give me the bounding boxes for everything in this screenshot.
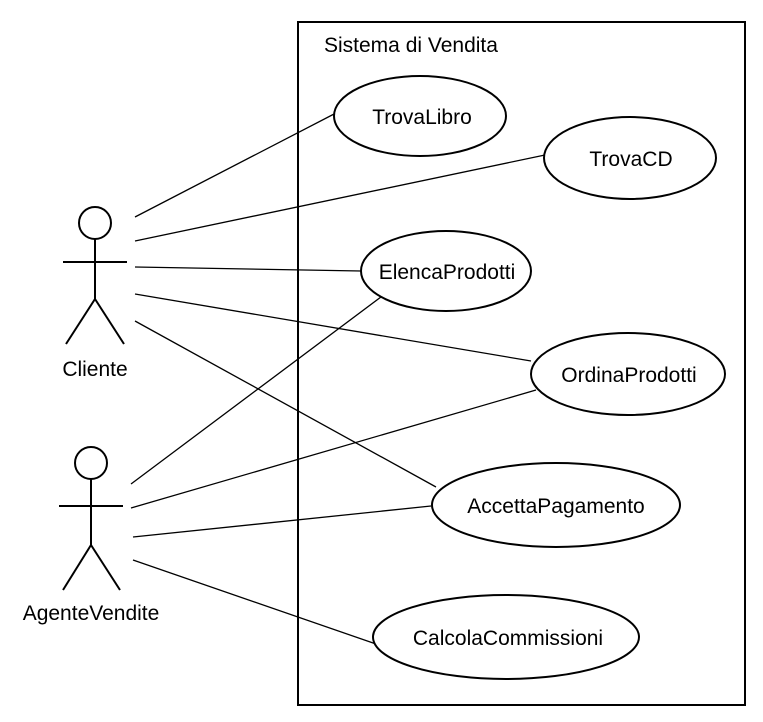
use-case-trovalibro[interactable]: TrovaLibro (333, 75, 507, 157)
use-case-elencaprodotti-label: ElencaProdotti (379, 261, 516, 284)
actor-agente-vendite[interactable]: AgenteVendite (23, 446, 160, 625)
use-case-calcolacommissioni[interactable]: CalcolaCommissioni (372, 594, 640, 680)
use-case-ordinaprodotti-ellipse (530, 332, 726, 416)
association-cliente-ordinaprodotti (134, 293, 532, 362)
association-cliente-trovalibro (134, 112, 337, 218)
association-agente-calcolacommissioni (132, 559, 377, 645)
use-case-ordinaprodotti-label: OrdinaProdotti (561, 364, 696, 387)
use-case-trovalibro-ellipse (333, 75, 507, 157)
use-case-calcolacommissioni-label: CalcolaCommissioni (413, 627, 603, 650)
association-agente-ordinaprodotti (130, 389, 537, 509)
use-case-accettapagamento-ellipse (431, 462, 681, 548)
use-case-trovacd[interactable]: TrovaCD (543, 116, 717, 200)
associations (130, 112, 546, 645)
association-cliente-accettapagamento (134, 320, 437, 488)
use-case-trovalibro-label: TrovaLibro (372, 106, 472, 129)
actor-cliente[interactable]: Cliente (62, 206, 128, 381)
actor-agente-vendite-figure-icon (59, 446, 123, 591)
association-cliente-elencaprodotti (134, 266, 362, 272)
use-case-calcolacommissioni-ellipse (372, 594, 640, 680)
system-boundary-box (297, 21, 746, 706)
actor-cliente-label: Cliente (62, 358, 127, 381)
use-case-elencaprodotti[interactable]: ElencaProdotti (360, 230, 532, 312)
actor-cliente-figure-icon (63, 206, 127, 345)
actor-agente-vendite-label: AgenteVendite (23, 602, 160, 625)
use-case-ordinaprodotti[interactable]: OrdinaProdotti (530, 332, 726, 416)
use-case-elencaprodotti-ellipse (360, 230, 532, 312)
use-case-accettapagamento[interactable]: AccettaPagamento (431, 462, 681, 548)
association-cliente-trovacd (134, 154, 546, 242)
association-agente-elencaprodotti (130, 293, 386, 485)
use-case-trovacd-label: TrovaCD (589, 148, 672, 171)
system-title: Sistema di Vendita (324, 34, 498, 57)
association-agente-accettapagamento (132, 505, 432, 538)
use-case-accettapagamento-label: AccettaPagamento (467, 495, 644, 518)
system-boundary: Sistema di Vendita (297, 21, 746, 706)
use-case-trovacd-ellipse (543, 116, 717, 200)
